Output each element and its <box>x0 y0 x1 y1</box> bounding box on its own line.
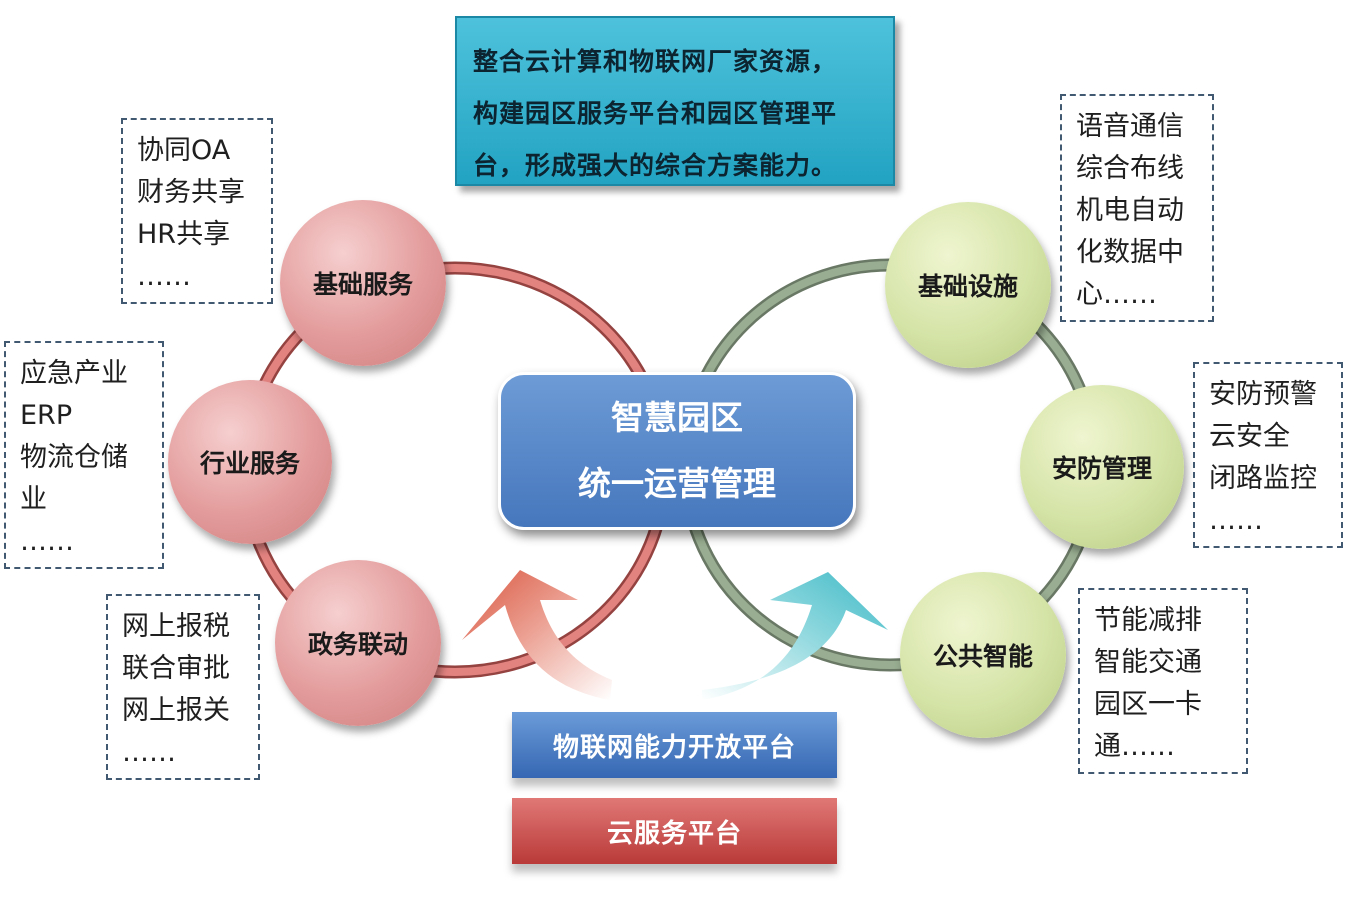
node-security: 安防管理 <box>1020 385 1184 549</box>
box-item: HR共享 <box>137 219 231 250</box>
box-item: 业 <box>20 484 47 515</box>
title-line-3: 台，形成强大的综合方案能力。 <box>473 151 838 180</box>
box-item: 网上报关 <box>122 695 230 726</box>
title-line-2: 构建园区服务平台和园区管理平 <box>473 99 838 128</box>
title-line-1: 整合云计算和物联网厂家资源， <box>473 47 838 76</box>
box-infrastructure: 语音通信 综合布线 机电自动 化数据中 心…… <box>1060 94 1214 322</box>
left-arrow <box>462 570 612 700</box>
box-item: 综合布线 <box>1076 153 1184 184</box>
box-item: 通…… <box>1094 731 1175 762</box>
node-industry-service: 行业服务 <box>168 380 332 544</box>
box-item: …… <box>122 737 176 768</box>
box-item: ERP <box>20 400 73 431</box>
box-basic-service: 协同OA 财务共享 HR共享 …… <box>121 118 273 304</box>
box-item: …… <box>1209 505 1263 536</box>
center-line-2: 统一运营管理 <box>578 464 776 503</box>
box-item: 物流仓储 <box>20 442 128 473</box>
box-industry-service: 应急产业 ERP 物流仓储 业 …… <box>4 341 164 569</box>
node-public-smart: 公共智能 <box>900 572 1066 738</box>
box-item: 安防预警 <box>1209 379 1317 410</box>
center-box: 智慧园区 统一运营管理 <box>498 372 856 530</box>
box-item: 联合审批 <box>122 653 230 684</box>
box-gov-service: 网上报税 联合审批 网上报关 …… <box>106 594 260 780</box>
box-item: 智能交通 <box>1094 647 1202 678</box>
node-infrastructure: 基础设施 <box>885 202 1051 368</box>
box-item: 心…… <box>1076 279 1157 310</box>
right-arrow <box>702 572 888 700</box>
box-public-smart: 节能减排 智能交通 园区一卡 通…… <box>1078 588 1248 774</box>
node-basic-service: 基础服务 <box>280 200 446 366</box>
box-item: 语音通信 <box>1076 111 1184 142</box>
box-item: 节能减排 <box>1094 605 1202 636</box>
box-item: 网上报税 <box>122 611 230 642</box>
title-box: 整合云计算和物联网厂家资源， 构建园区服务平台和园区管理平 台，形成强大的综合方… <box>455 16 895 186</box>
box-item: 机电自动 <box>1076 195 1184 226</box>
cloud-platform-bar: 云服务平台 <box>512 798 837 864</box>
box-item: 应急产业 <box>20 358 128 389</box>
box-security: 安防预警 云安全 闭路监控 …… <box>1193 362 1343 548</box>
box-item: 化数据中 <box>1076 237 1184 268</box>
node-gov-service: 政务联动 <box>275 560 441 726</box>
box-item: …… <box>20 526 74 557</box>
box-item: …… <box>137 261 191 292</box>
box-item: 园区一卡 <box>1094 689 1202 720</box>
center-line-1: 智慧园区 <box>611 398 743 437</box>
box-item: 闭路监控 <box>1209 463 1317 494</box>
box-item: 云安全 <box>1209 421 1290 452</box>
box-item: 协同OA <box>137 135 231 166</box>
box-item: 财务共享 <box>137 177 245 208</box>
iot-platform-bar: 物联网能力开放平台 <box>512 712 837 778</box>
